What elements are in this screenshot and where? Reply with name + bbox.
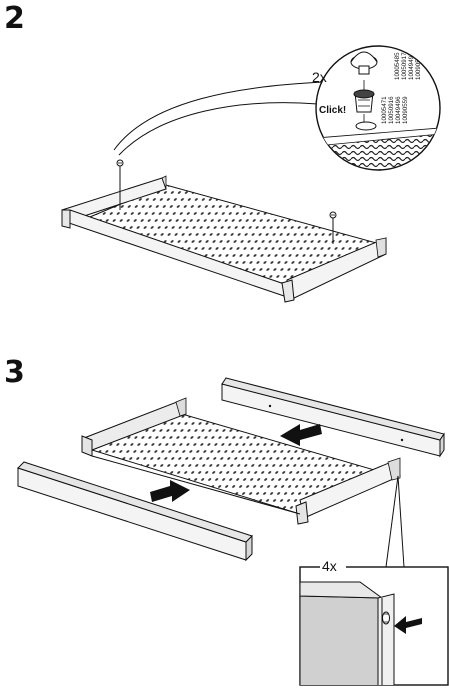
corner-detail-box: 4x	[299, 558, 449, 686]
mounting-hole	[355, 121, 377, 131]
callout-leader	[118, 102, 319, 156]
arrow-right-icon	[150, 480, 190, 502]
loose-front-panel	[17, 461, 253, 562]
left-side-panel	[81, 435, 93, 457]
part-code: 10049497	[408, 52, 415, 80]
quantity-label-2x: 2x	[312, 69, 327, 85]
loose-back-panel	[221, 377, 445, 458]
part-code: 10090556	[415, 52, 422, 80]
part-code: 10090559	[402, 96, 409, 124]
detail-callout-circle: 10005485 10050917 10049497 10090556 1000…	[312, 45, 441, 171]
part-code: 10050916	[388, 96, 395, 124]
arrow-left-icon	[394, 616, 422, 634]
click-label: Click!	[319, 105, 346, 116]
screw-icon	[329, 211, 337, 244]
part-code: 10005471	[381, 96, 388, 124]
part-code: 10050917	[401, 52, 408, 80]
step-3-drawer-assembly	[17, 377, 445, 568]
fastener-cap-icon	[350, 51, 378, 75]
step-number-2: 2	[4, 1, 25, 36]
callout-leader	[397, 475, 405, 568]
quantity-label-4x: 4x	[322, 558, 337, 574]
callout-leader	[385, 475, 399, 568]
part-code: 10049496	[395, 96, 402, 124]
step-2-drawer-assembly	[61, 81, 387, 303]
fastener-base-icon	[353, 89, 375, 113]
screw-icon	[116, 159, 124, 210]
left-side-panel	[61, 209, 71, 229]
step-number-3: 3	[4, 355, 25, 390]
arrow-left-icon	[280, 424, 322, 446]
part-code: 10005485	[394, 52, 401, 80]
callout-leader	[113, 81, 325, 151]
connector-icon	[382, 611, 390, 625]
